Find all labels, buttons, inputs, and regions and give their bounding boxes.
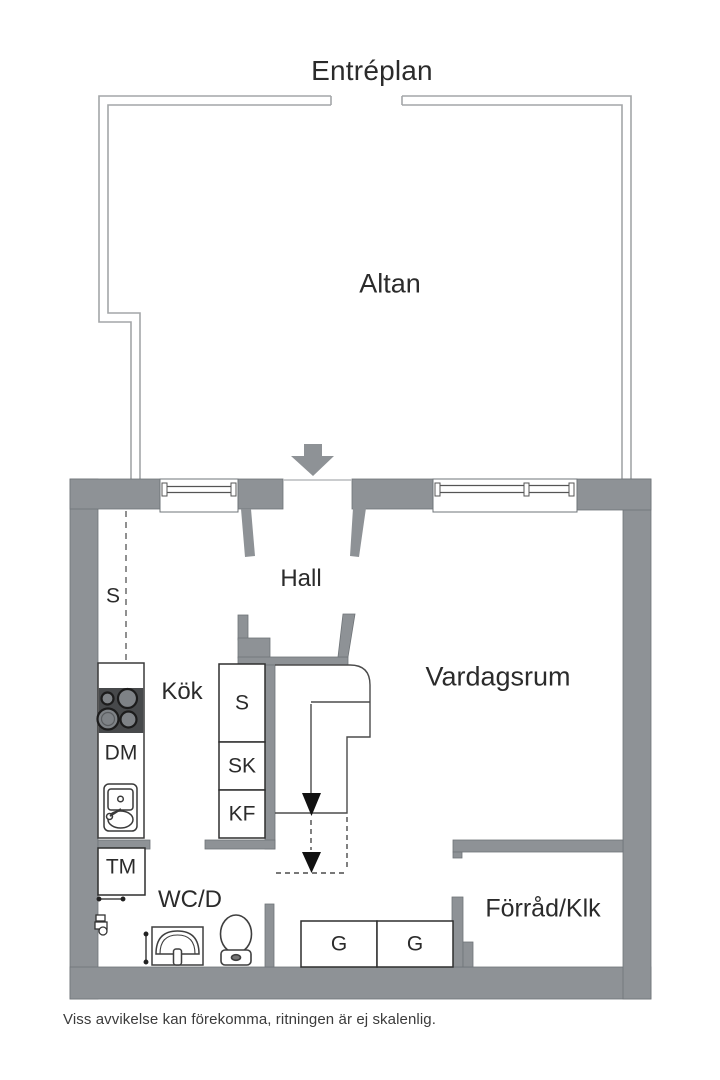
- appliance-label-dm: DM: [104, 741, 138, 765]
- door-leaf-right: [350, 508, 366, 557]
- closet-label-sk: SK: [227, 754, 257, 778]
- wall-top-corner: [576, 478, 652, 511]
- hall-doorway-jamb-left: [237, 614, 249, 641]
- closet-label-kf: KF: [228, 802, 256, 826]
- disclaimer-text: Viss avvikelse kan förekomma, ritningen …: [63, 1011, 436, 1028]
- entrance-direction-arrow-icon: [291, 444, 334, 476]
- room-label-altan: Altan: [359, 268, 421, 299]
- room-label-kok: Kök: [161, 678, 203, 705]
- stairs-down-arrows-icon: [302, 793, 321, 873]
- closet-g1-box: [300, 920, 378, 968]
- closet-label-g2: G: [406, 932, 424, 956]
- room-label-forrad: Förråd/Klk: [485, 894, 601, 923]
- forrad-top-wall: [452, 839, 624, 853]
- wall-top-2: [237, 478, 284, 510]
- sink-icon: [103, 783, 138, 832]
- wall-top-1: [69, 478, 161, 510]
- stair-left-wall: [264, 664, 276, 850]
- wall-right: [622, 478, 652, 1000]
- altan-outline: [98, 95, 632, 479]
- room-label-hall: Hall: [280, 565, 322, 592]
- closet-label-s-hall: S: [105, 584, 121, 608]
- staircase: [275, 664, 371, 874]
- exterior-walls: [69, 478, 652, 1000]
- toilet-icon: [219, 914, 253, 966]
- forrad-top-wall-jamb: [452, 851, 463, 859]
- room-label-vardagsrum: Vardagsrum: [425, 661, 571, 692]
- door-leaf-left: [241, 509, 255, 557]
- kitchen-counter: [96, 662, 145, 839]
- wcd-wall-right: [204, 839, 276, 850]
- closet-label-s: S: [234, 691, 250, 715]
- closet-s-box: [218, 663, 266, 743]
- closet-label-g1: G: [330, 932, 348, 956]
- tm-box: [97, 847, 146, 896]
- wall-bottom: [69, 966, 652, 1000]
- plan-title: Entréplan: [311, 55, 433, 86]
- stove-icon: [96, 687, 144, 733]
- room-label-wcd: WC/D: [158, 886, 222, 913]
- wall-top-3: [351, 478, 434, 510]
- closet-g2-box: [376, 920, 454, 968]
- wcd-right-stub: [264, 903, 275, 968]
- appliance-label-tm: TM: [105, 855, 137, 879]
- closet-kf-box: [218, 789, 266, 839]
- closet-boxes: [97, 663, 454, 968]
- hall-doorway-jamb-right: [337, 613, 356, 658]
- window-kitchen: [159, 478, 239, 513]
- forrad-left-wall-foot: [462, 941, 474, 968]
- closet-sk-box: [218, 741, 266, 791]
- window-livingroom: [432, 478, 578, 513]
- wall-left: [69, 478, 99, 1000]
- wall-tap-icon: [94, 914, 108, 936]
- washbasin-icon: [151, 926, 204, 966]
- entrance-door-leaves: [241, 508, 366, 557]
- wcd-fixtures: [94, 896, 253, 966]
- hall-doorway-step: [237, 637, 271, 659]
